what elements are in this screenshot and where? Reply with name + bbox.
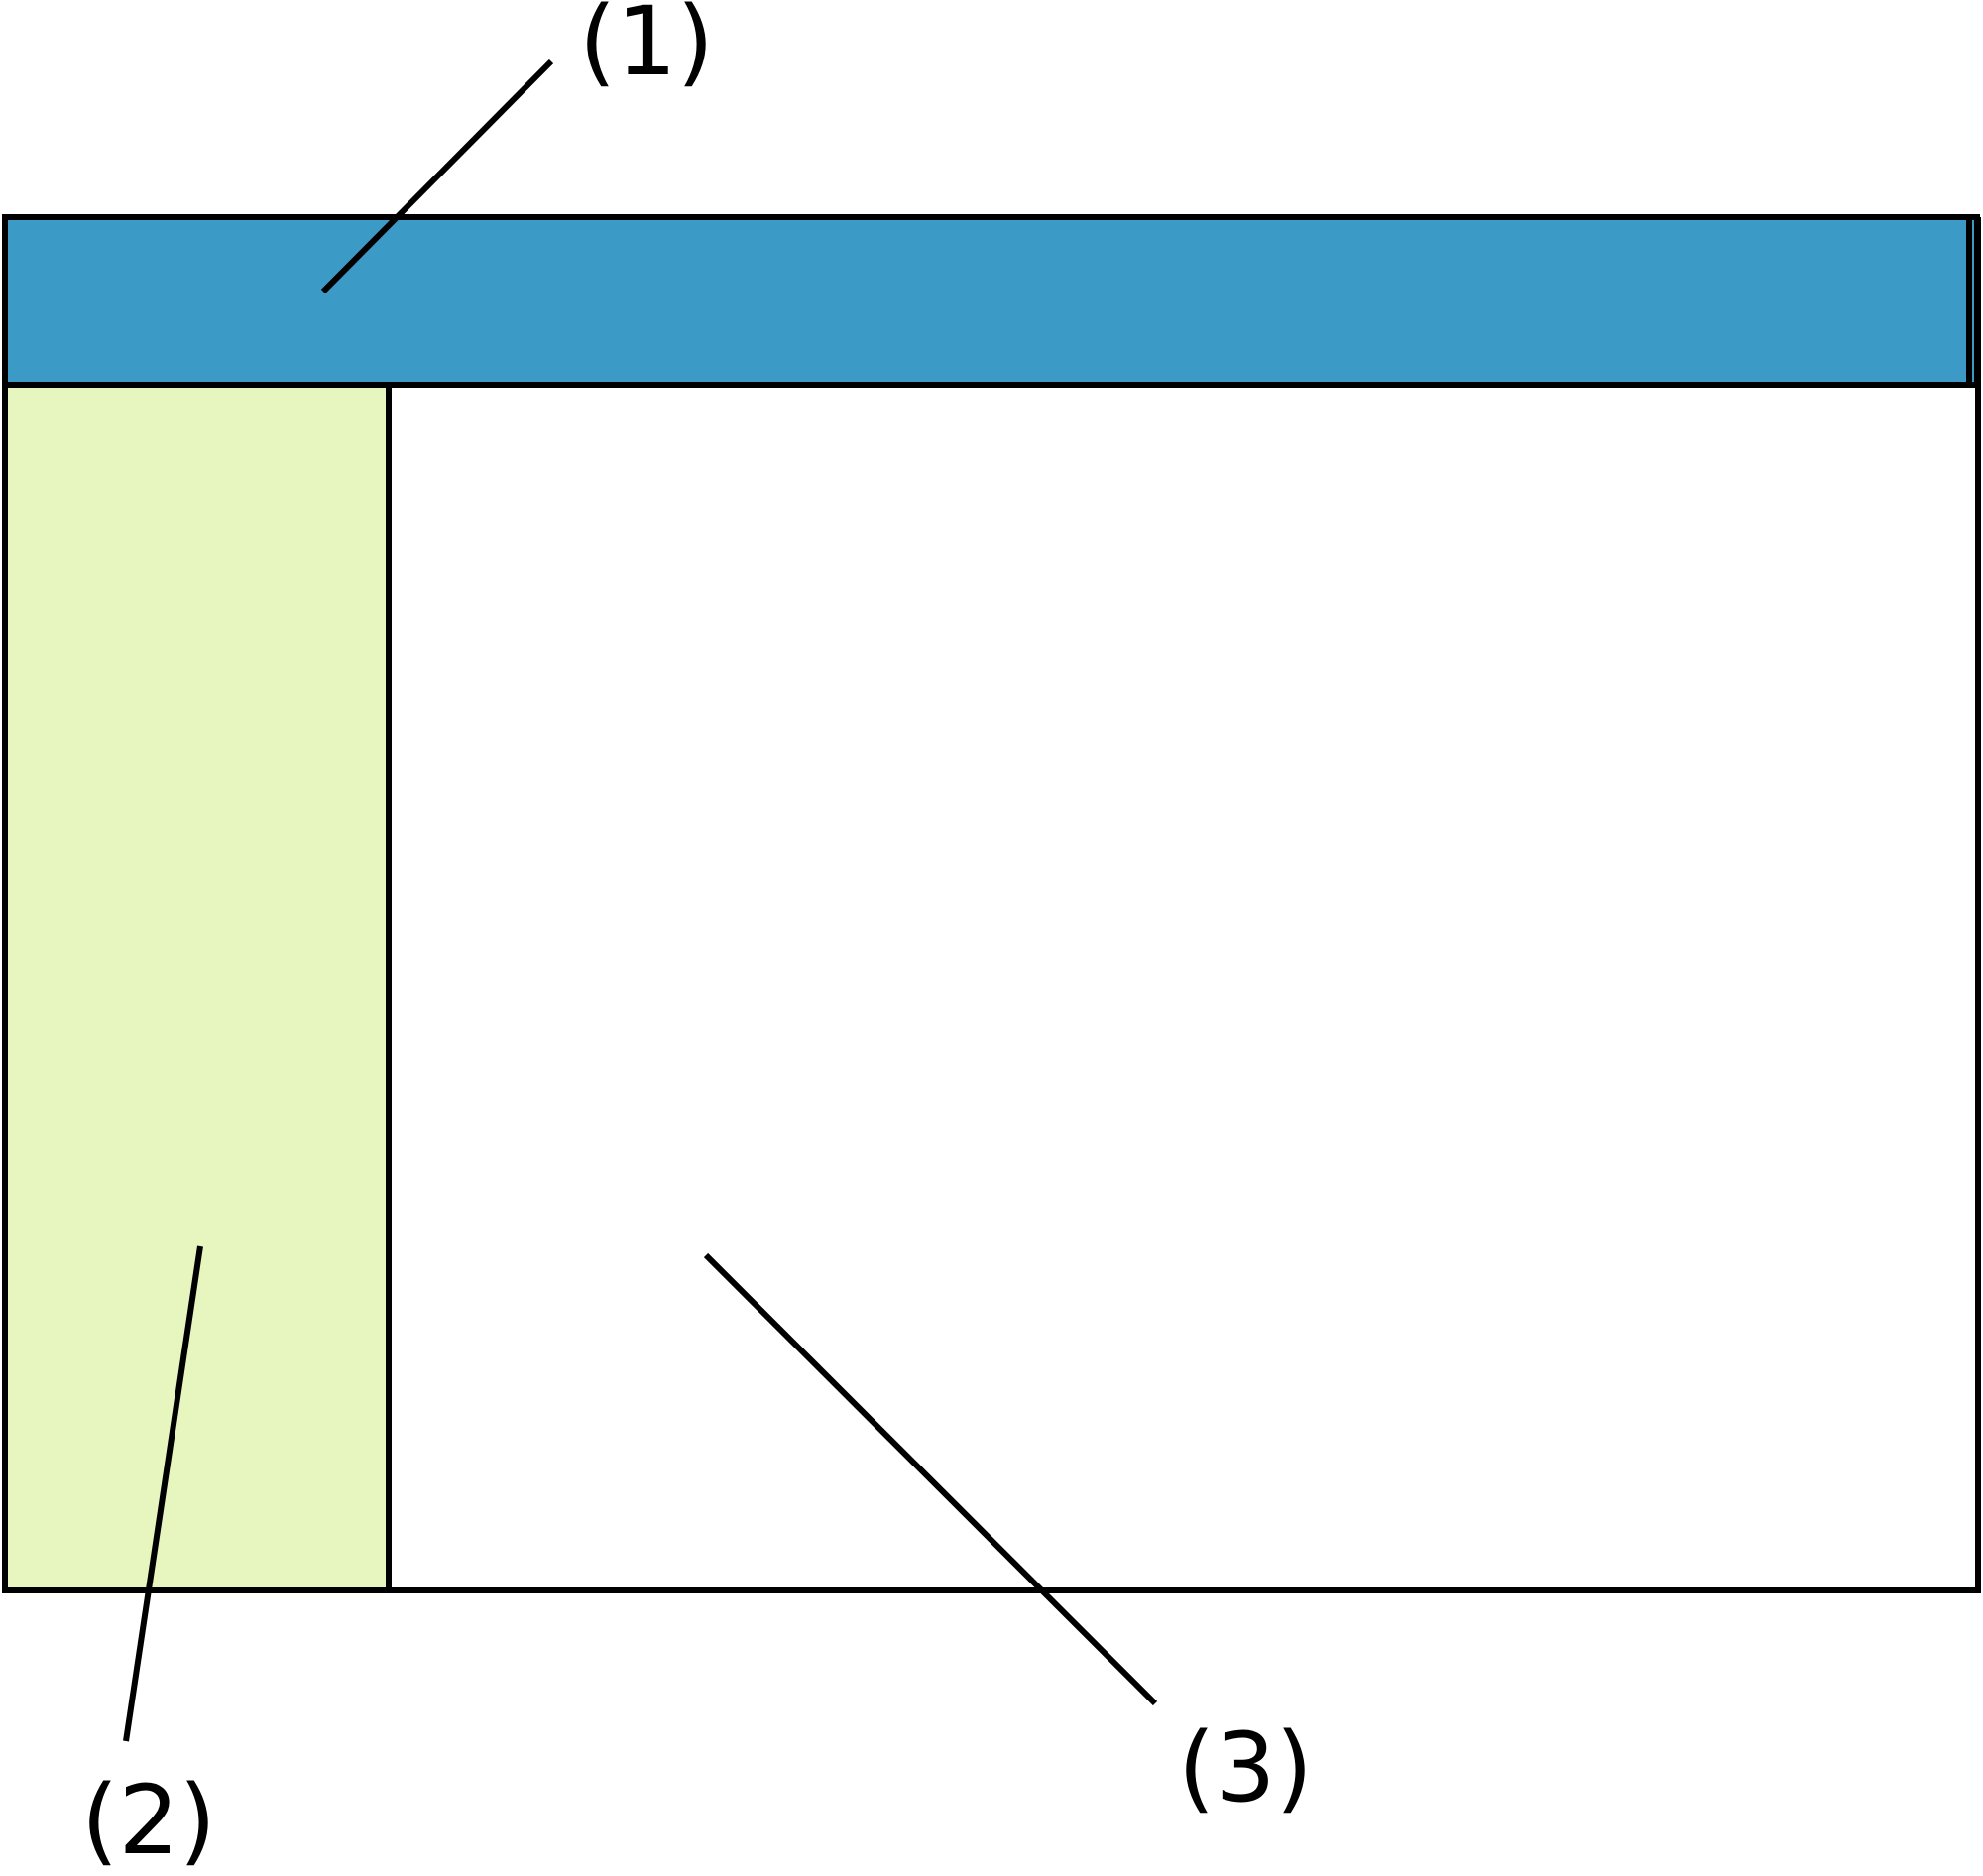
callout-label-header: (1) xyxy=(579,0,714,97)
sidebar-region xyxy=(2,382,392,1593)
header-region xyxy=(2,214,1980,388)
callout-label-content: (3) xyxy=(1178,1712,1313,1823)
callout-label-sidebar: (2) xyxy=(81,1765,216,1876)
leader-line-2 xyxy=(123,1245,203,1742)
leader-line-1 xyxy=(320,59,554,294)
content-region xyxy=(386,382,1981,1593)
leader-line-3 xyxy=(703,1252,1158,1706)
